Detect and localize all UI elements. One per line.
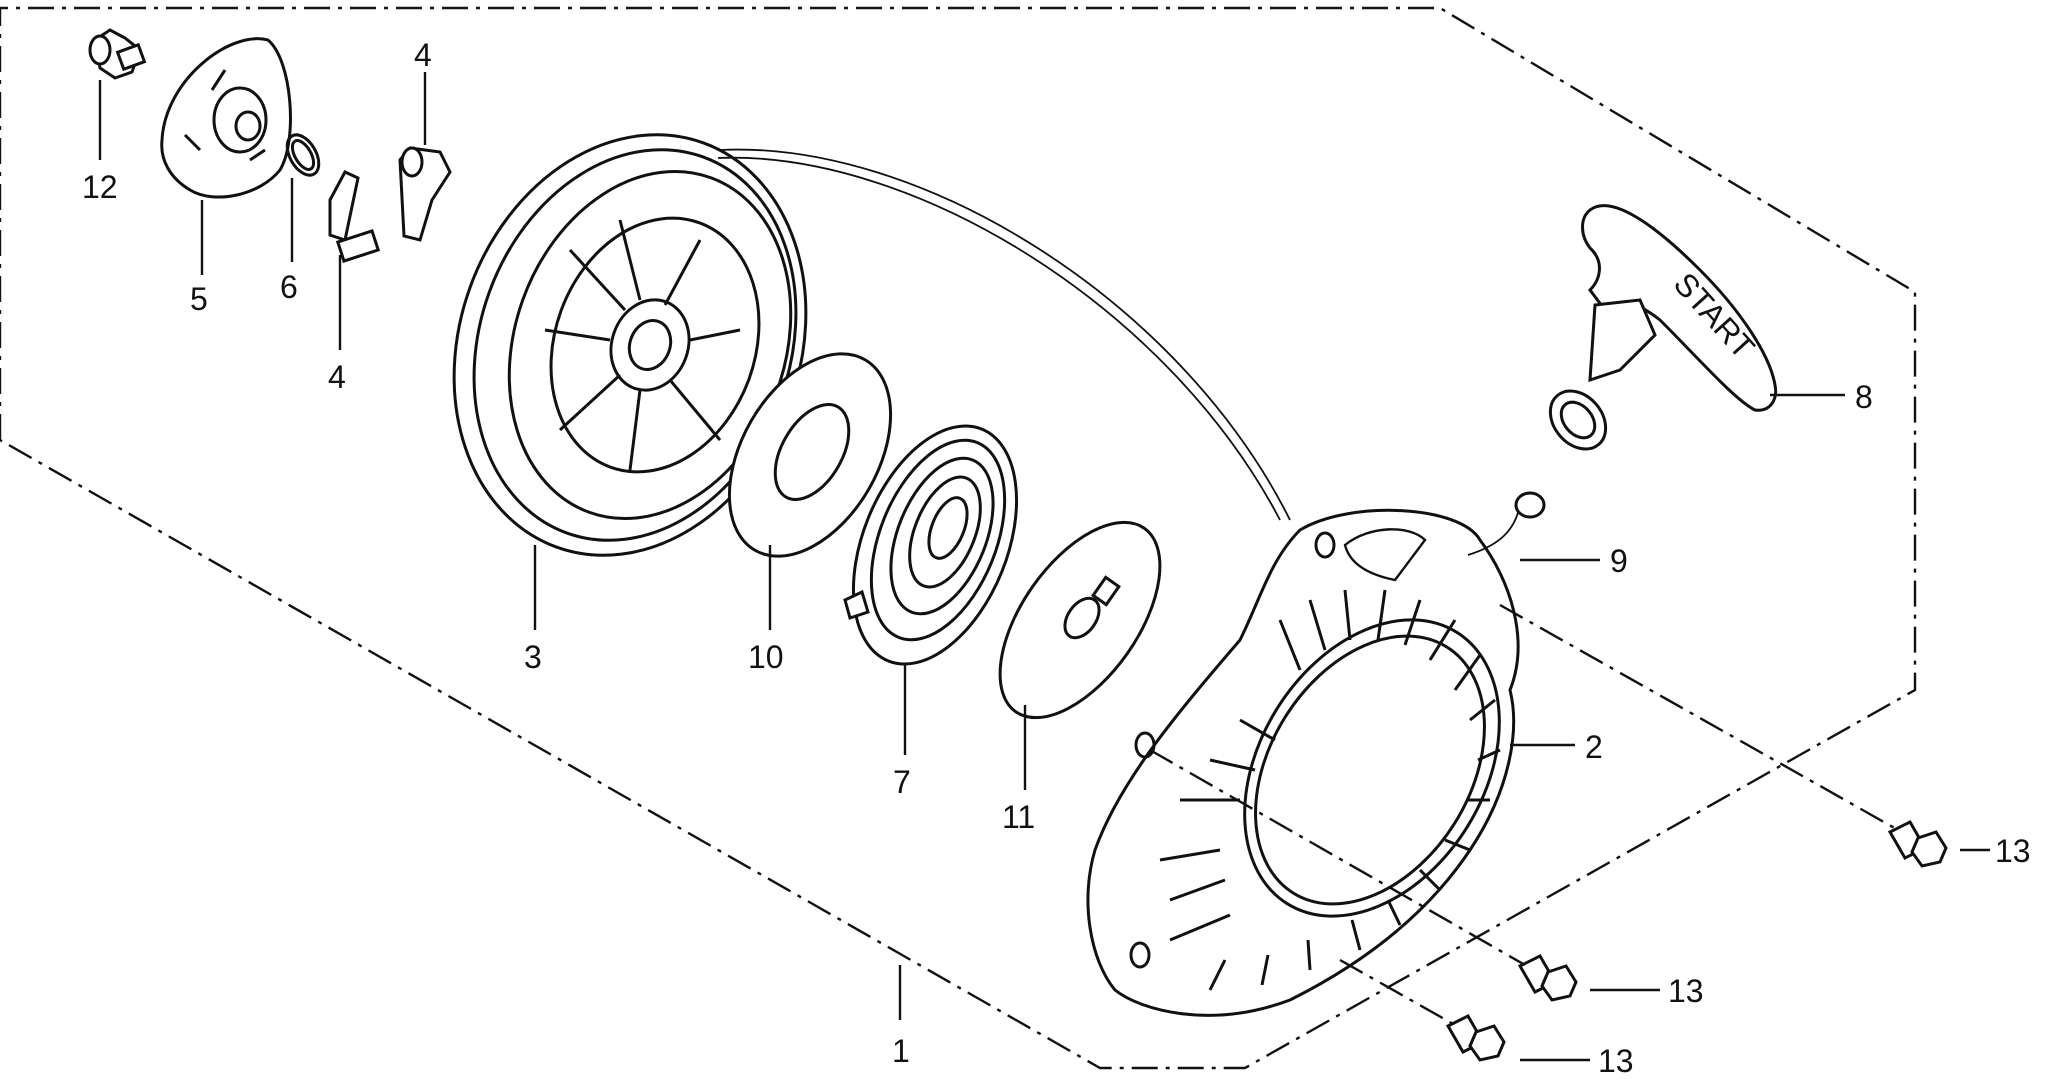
callout-labels: 12 5 6 4 4 3 10 7 11 1 8 9 2 13 13 13 [82,37,2031,1079]
callout-7: 7 [893,764,911,800]
part-4-pawl-upper [398,146,452,242]
callout-11: 11 [1002,799,1035,835]
part-2-starter-case [1086,508,1520,1017]
part-4-pawl-lower [328,170,381,263]
callout-9: 9 [1610,543,1628,579]
part-5-ratchet-plate [160,37,292,199]
callout-13-middle: 13 [1668,973,1704,1009]
callout-3: 3 [524,639,542,675]
starter-rope-inner [717,156,1281,521]
part-13-bolt-lower [1445,1014,1506,1062]
callout-4-lower: 4 [328,359,346,395]
callout-5: 5 [190,281,208,317]
part-6-clip [285,133,321,177]
callout-10: 10 [748,639,784,675]
part-9-rope-guide [1467,491,1546,556]
part-8-starter-handle: START [1548,204,1778,451]
callout-4-upper: 4 [414,37,432,73]
callout-13-lower: 13 [1598,1043,1634,1079]
part-11-washer [998,520,1162,720]
callout-13-right: 13 [1995,833,2031,869]
starter-rope [719,148,1291,521]
callout-6: 6 [280,269,298,305]
leader-lines [98,72,1990,1062]
part-13-bolt-middle [1517,954,1578,1002]
callout-8: 8 [1855,379,1873,415]
assembly-outline [0,6,1917,1070]
part-10-washer [727,352,893,558]
part-12-screw [88,28,147,80]
callout-12: 12 [82,169,118,205]
callout-2: 2 [1585,729,1603,765]
part-7-spring [843,424,1019,666]
callout-1: 1 [892,1033,910,1069]
part-13-bolt-right [1887,820,1948,868]
